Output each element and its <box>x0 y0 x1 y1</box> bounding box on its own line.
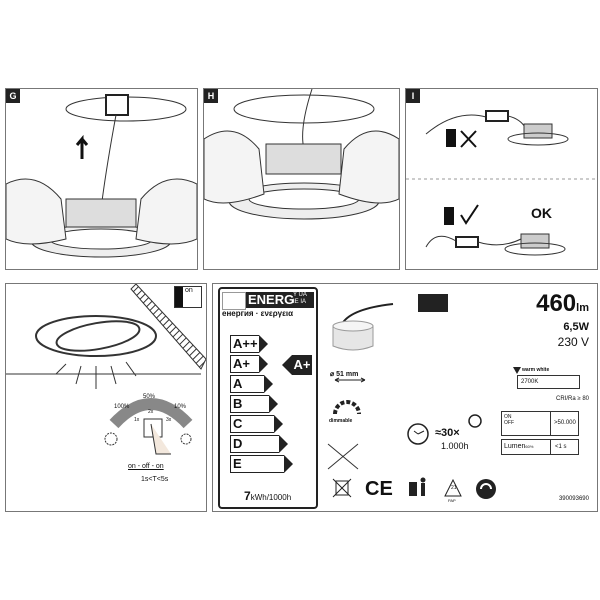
lifetime-factor: ≈30× <box>435 427 460 439</box>
eu-flag-icon <box>222 292 246 310</box>
panel-label: I <box>406 89 420 103</box>
dimmable-icon <box>333 400 361 415</box>
switch-sequence: on - off - on <box>128 463 164 470</box>
warning-icon <box>444 207 454 225</box>
switch-timing: 1s<T<5s <box>141 476 169 483</box>
lumen-label: Lumen <box>504 443 526 450</box>
recycle-material: PAP <box>448 498 456 503</box>
diameter: ⌀ 51 mm <box>330 371 359 378</box>
lifetime-hours: 1.000h <box>441 441 469 451</box>
cri: CRI/Ra ≥ 80 <box>556 396 589 402</box>
energy-suffix: IE IA <box>293 299 307 305</box>
energy-subtitle: енергия · ενεργεια <box>222 309 294 318</box>
lumen-value: 460 <box>536 290 577 317</box>
switch-on: ON <box>504 414 512 420</box>
green-dot-icon <box>476 479 496 499</box>
warmup-box: Lumen60% <1 s <box>501 439 579 455</box>
color-name: warm white <box>522 367 550 373</box>
panel-label: G <box>6 89 20 103</box>
check-icon <box>460 204 479 225</box>
class-c: C <box>230 414 283 433</box>
class-a-plus: A+ <box>230 354 268 373</box>
panel-h: H <box>203 88 400 270</box>
weee-bin-icon <box>332 478 352 498</box>
dimmable-label: dimmable <box>329 418 353 424</box>
voltage: 230 V <box>557 335 589 349</box>
class-a-plus-plus: A++ <box>230 334 268 353</box>
recycle-icon <box>444 478 462 497</box>
panel-dimmer: on 100% 50% 10% 1x 2x 3x on - off - on 1… <box>5 283 207 512</box>
switch-cycles: >50.000 <box>550 412 576 435</box>
energy-title: ENERG <box>248 292 295 307</box>
dimmer-illustration <box>6 284 206 455</box>
warmup-time: <1 s <box>550 440 567 454</box>
bulb-icon <box>468 414 482 428</box>
ce-mark: CE <box>365 478 393 500</box>
recycle-code: 21 <box>451 485 457 491</box>
panel-label: H <box>204 89 218 103</box>
class-e: E <box>230 454 293 473</box>
panel-g: G <box>5 88 198 270</box>
press-1x: 1x <box>134 417 140 423</box>
switch-on-warning-icon: on <box>174 286 202 308</box>
press-2x: 2x <box>148 409 154 415</box>
power: 6,5W <box>563 321 589 333</box>
panel-i: I OK <box>405 88 598 270</box>
article-number: 390093690 <box>558 496 589 502</box>
warning-icon <box>446 129 456 147</box>
dim-50: 50% <box>143 394 156 400</box>
switch-off: OFF <box>504 420 514 426</box>
no-damp-icon <box>327 443 359 470</box>
lumen-pct: 60% <box>525 444 534 449</box>
cross-icon <box>460 130 477 148</box>
energy-rating: A+ <box>292 355 312 375</box>
class-b: B <box>230 394 278 413</box>
color-temp: 2700K <box>517 375 580 389</box>
consumption-unit: kWh/1000h <box>250 493 292 502</box>
consumption-value: 7 <box>244 489 251 503</box>
ok-label: OK <box>531 205 552 221</box>
lamp-illustration <box>327 294 496 499</box>
tidyman-icon <box>409 477 426 496</box>
connection-illustration <box>406 110 597 256</box>
class-d: D <box>230 434 288 453</box>
dim-10: 10% <box>174 404 187 410</box>
color-marker-icon <box>513 367 521 374</box>
class-a: A <box>230 374 273 393</box>
install-illustration <box>204 89 399 220</box>
rating-arrow <box>282 355 292 375</box>
press-3x: 3x <box>166 417 172 423</box>
clock-icon <box>407 423 429 445</box>
energy-suffix: Y UA <box>293 292 307 298</box>
lumen-unit: lm <box>576 302 589 314</box>
dim-100: 100% <box>114 404 130 410</box>
install-illustration <box>6 94 197 258</box>
